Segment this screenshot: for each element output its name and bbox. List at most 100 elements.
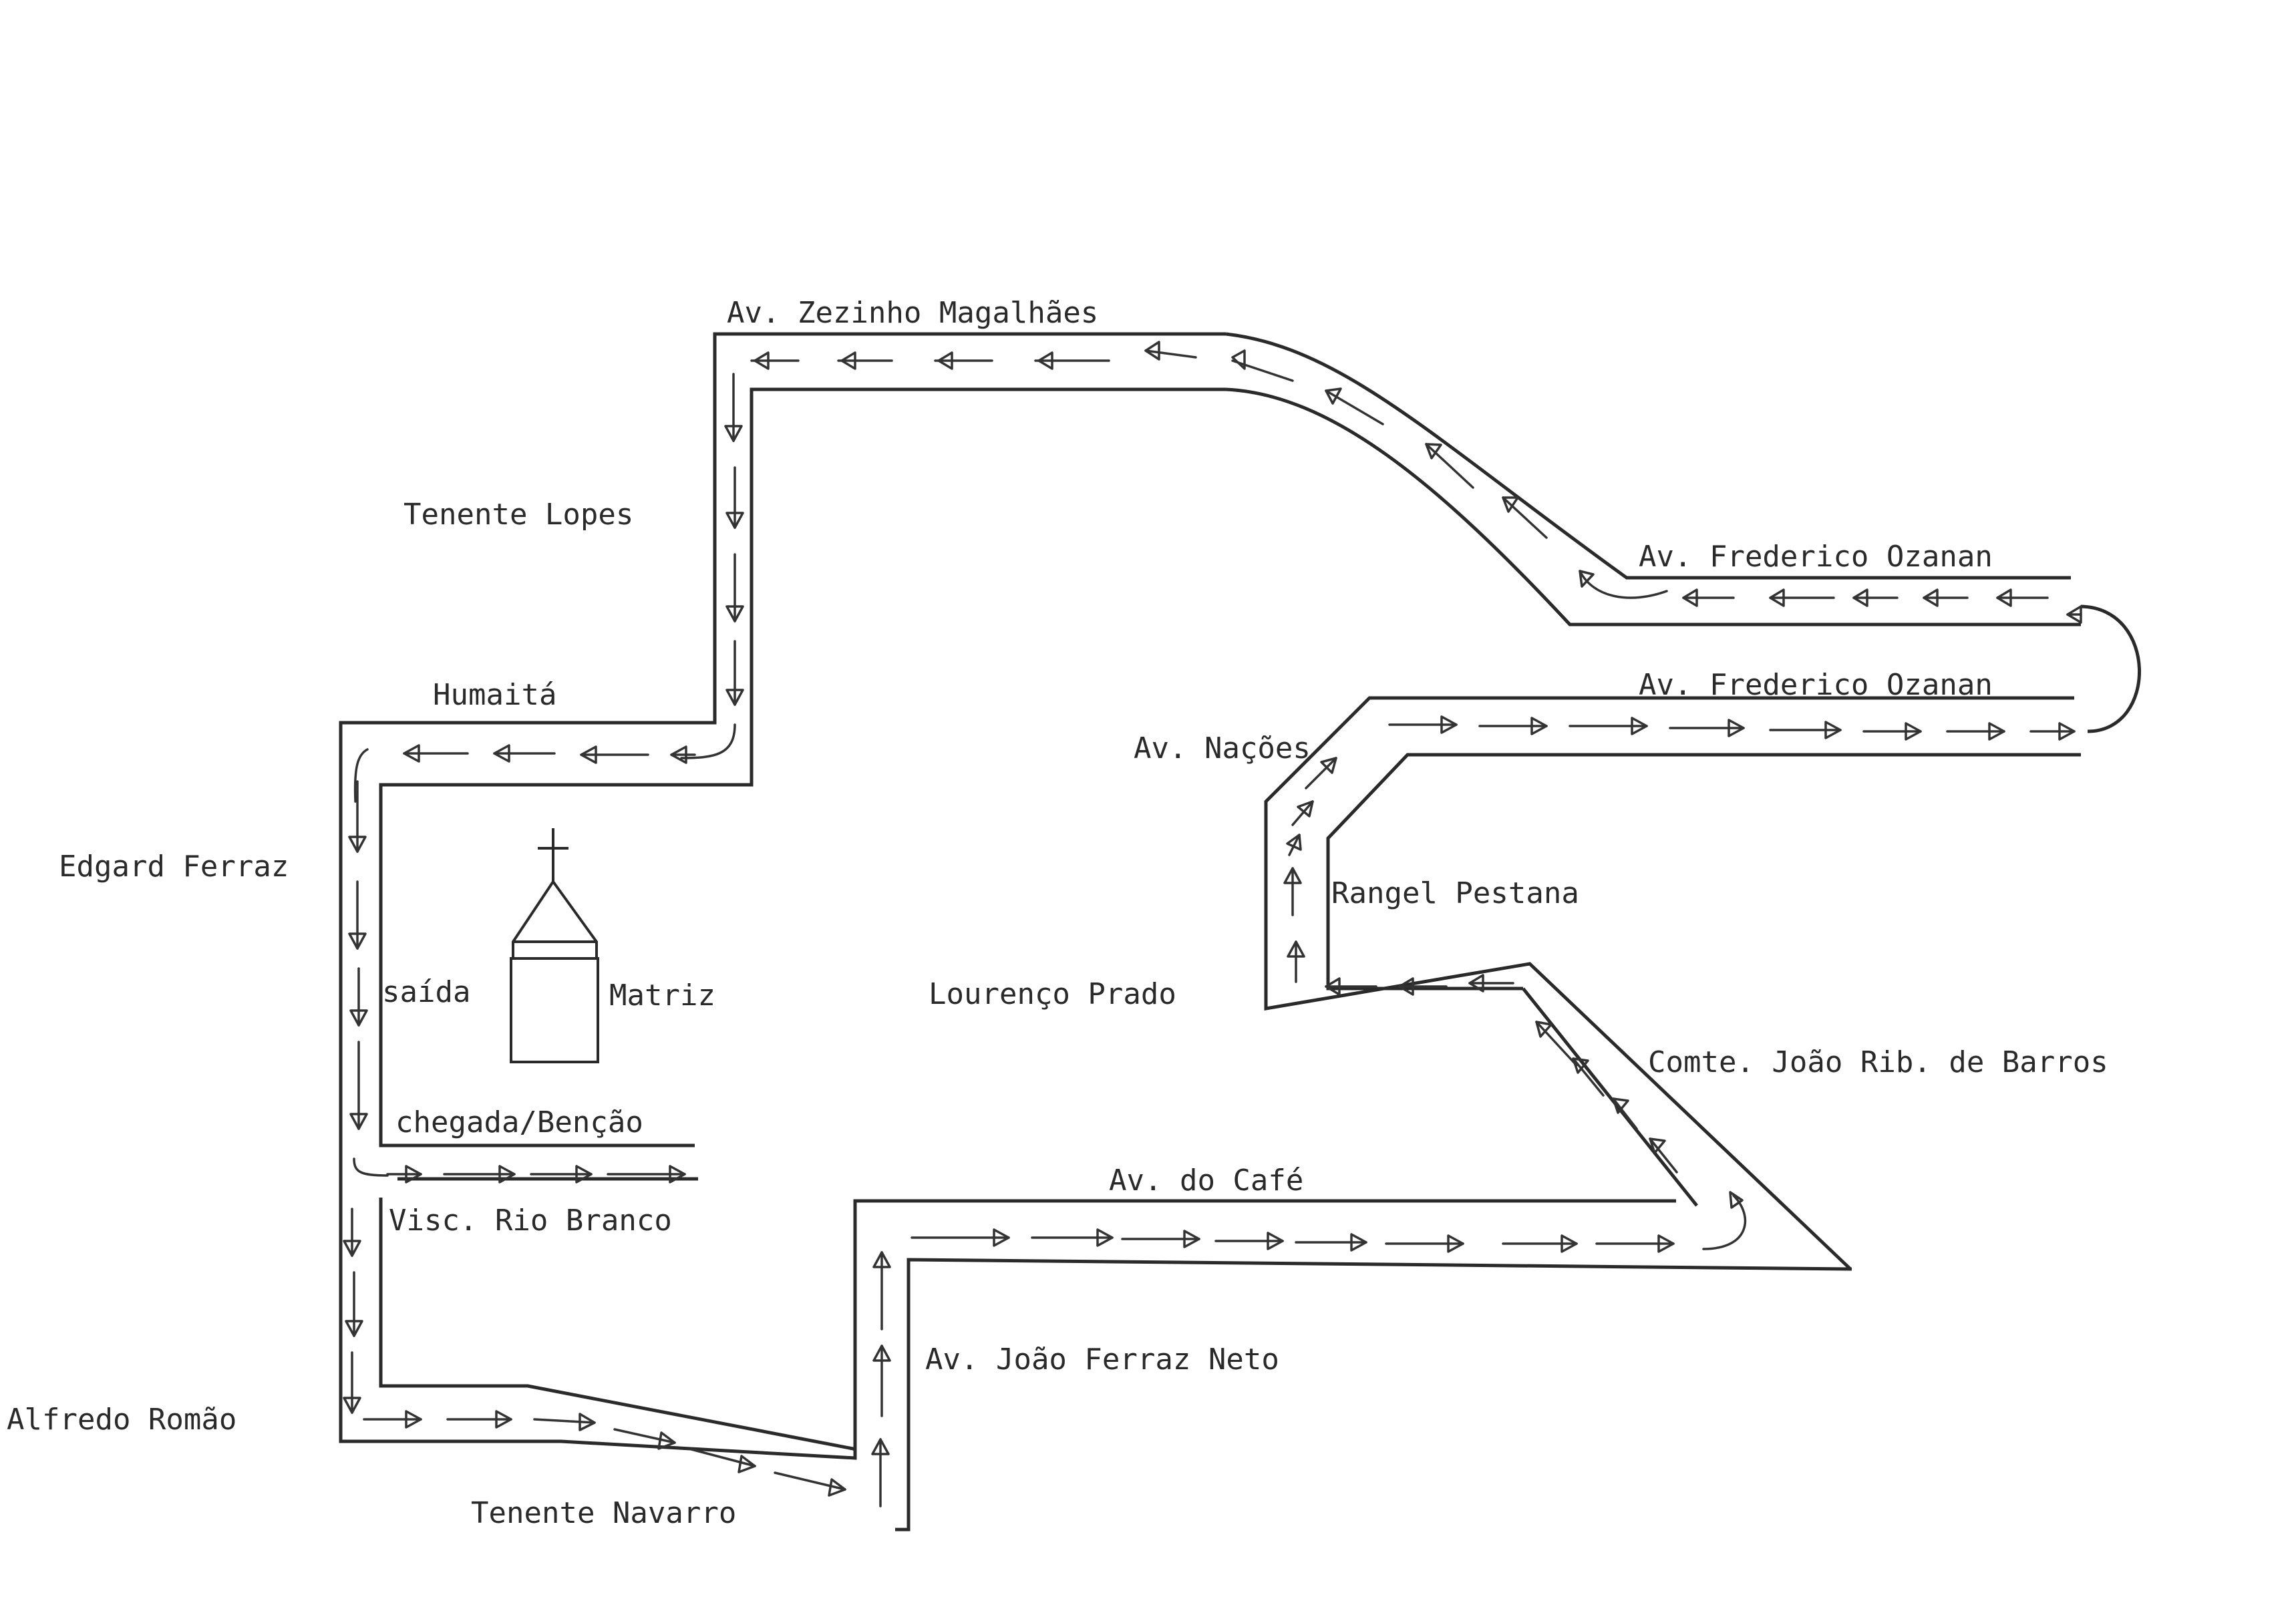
arrowhead-icon [1287,940,1305,983]
arrowhead-icon [934,351,993,370]
arrowhead-icon [613,1428,676,1450]
arrowhead-icon [386,1165,422,1184]
arrowhead-icon [2029,722,2076,741]
arrowhead-icon [725,640,744,706]
arrowhead-icon [345,1271,363,1337]
label-av-zezinho-magalhaes: Av. Zezinho Magalhães [727,296,1098,330]
visc-turn-arrow-path [353,1157,389,1177]
road-ozanan-lower-north [1264,696,2074,1270]
edgard-turn-arrow-path [353,748,369,803]
road-uturn-loop [2080,604,2141,733]
label-tenente-navarro: Tenente Navarro [471,1496,736,1530]
arrowhead-icon [343,1208,361,1257]
arrowhead-icon [1291,800,1314,826]
arrowhead-icon [1852,588,1899,607]
label-av-frederico-ozanan-top: Av. Frederico Ozanan [1639,540,1993,574]
label-av-do-cafe: Av. do Café [1109,1164,1303,1198]
road-inner-west [379,387,1226,1147]
arrowhead-icon [1425,443,1474,489]
label-humaita: Humaitá [433,678,556,712]
arrowhead-icon [725,466,744,529]
label-chegada-bencao: chegada/Benção [395,1105,643,1139]
arrowhead-icon [1388,715,1458,734]
arrowhead-icon [1572,1057,1605,1097]
arrowhead-icon [1612,1097,1638,1130]
uturn-arrow-path [1579,570,1668,599]
arrowhead-icon [343,1351,361,1414]
arrowhead-icon [724,373,743,442]
arrowhead-icon [1286,834,1302,856]
arrowhead-icon [1769,721,1842,739]
arrowhead-icon [1034,351,1110,370]
arrowhead-icon [872,1345,891,1417]
arrowhead-icon [1325,387,1384,425]
arrowhead-icon [750,351,800,370]
arrowhead-icon [1669,719,1745,737]
arrowhead-icon [1996,588,2049,607]
arrowhead-icon [837,351,893,370]
label-alfredo-romao: Alfredo Romão [7,1403,236,1437]
road-outer-west [339,332,1676,1460]
arrowhead-icon [493,744,556,763]
arrowhead-icon [348,880,367,950]
arrowhead-icon [1283,867,1302,916]
arrowhead-icon [349,967,368,1027]
arrowhead-icon [1385,1234,1464,1253]
arrowhead-icon [580,745,649,764]
road-inner-west-b [379,1198,857,1451]
church-icon [510,828,599,1063]
arrowhead-icon [443,1165,516,1184]
arrowhead-icon [348,780,367,853]
arrowhead-icon [1769,588,1835,607]
label-tenente-lopes: Tenente Lopes [403,498,633,532]
road-zezinho-curve-north [1225,332,2071,580]
label-lourenco-prado: Lourenço Prado [929,977,1176,1011]
arrowhead-icon [1231,349,1294,382]
arrowhead-icon [533,1413,596,1431]
label-matriz: Matriz [609,978,715,1013]
arrowhead-icon [1295,1233,1367,1252]
label-visc-rio-branco: Visc. Rio Branco [389,1204,672,1238]
arrowhead-icon [1305,757,1337,789]
arrowhead-icon [872,1251,891,1330]
arrowhead-icon [1682,588,1735,607]
arrowhead-icon [1478,717,1548,735]
arrowhead-icon [725,553,744,622]
arrowhead-icon [1325,977,1377,996]
label-av-nacoes: Av. Nações [1134,731,1311,765]
arrowhead-icon [1502,496,1548,539]
arrowhead-icon [1946,722,2005,741]
route-arrows [343,341,2082,1507]
humaita-turn-arrow-path [680,723,736,759]
arrowhead-icon [2066,605,2082,624]
arrowhead-icon [911,1228,1010,1247]
arrowhead-icon [446,1410,512,1429]
arrowhead-icon [1121,1230,1200,1248]
label-av-frederico-ozanan-bottom: Av. Frederico Ozanan [1639,668,1993,702]
arrowhead-icon [403,744,469,763]
label-saida: saída [382,975,470,1009]
arrowhead-icon [1502,1234,1578,1253]
arrowhead-icon [690,1448,756,1473]
arrowhead-icon [1468,974,1514,993]
arrowhead-icon [1862,722,1922,741]
label-rangel-pestana: Rangel Pestana [1331,876,1579,910]
arrowhead-icon [607,1165,686,1184]
arrowhead-icon [1569,717,1648,735]
arrowhead-icon [1649,1137,1678,1174]
arrowhead-icon [871,1438,890,1507]
arrowhead-icon [363,1410,422,1429]
label-av-joao-ferraz-neto: Av. João Ferraz Neto [925,1343,1279,1377]
arrowhead-icon [1535,1021,1578,1067]
arrowhead-icon [1144,341,1197,361]
road-joao-ferraz-cafe-south [895,1258,1852,1532]
label-comte-joao-rib-de-barros: Comte. João Rib. de Barros [1648,1045,2108,1079]
arrowhead-icon [349,1041,368,1130]
arrowhead-icon [1214,1232,1284,1250]
arrowhead-icon [1923,588,1969,607]
label-edgard-ferraz: Edgard Ferraz [59,850,289,884]
arrowhead-icon [670,745,696,764]
road-ozanan-lower-south [1326,753,2081,991]
arrowhead-icon [774,1471,846,1497]
